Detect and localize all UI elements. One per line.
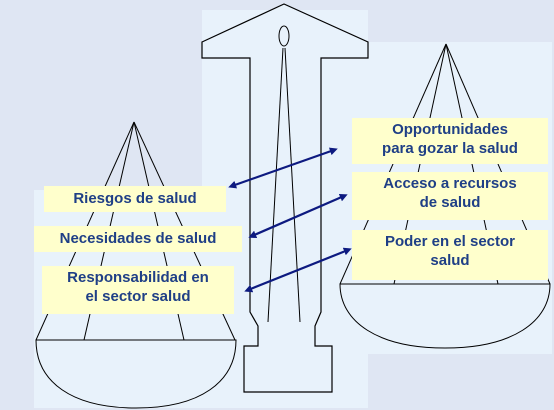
label-necesidades: Necesidades de salud (34, 226, 242, 252)
arrows (228, 147, 352, 293)
label-riesgos: Riesgos de salud (44, 186, 226, 212)
arrow-responsabilidad-poder (244, 247, 352, 293)
arrow-necesidades-acceso (248, 193, 348, 239)
arrow-riesgos-oportunidades (228, 147, 338, 189)
label-poder: Poder en el sector salud (352, 230, 548, 280)
head-shape (278, 25, 290, 47)
right-pan (339, 283, 551, 349)
label-oportunidades: Opportunidades para gozar la salud (352, 118, 548, 164)
label-responsabilidad: Responsabilidad en el sector salud (42, 266, 234, 314)
label-acceso: Acceso a recursos de salud (352, 172, 548, 220)
left-pan (35, 339, 237, 409)
scale-beam (201, 3, 369, 393)
